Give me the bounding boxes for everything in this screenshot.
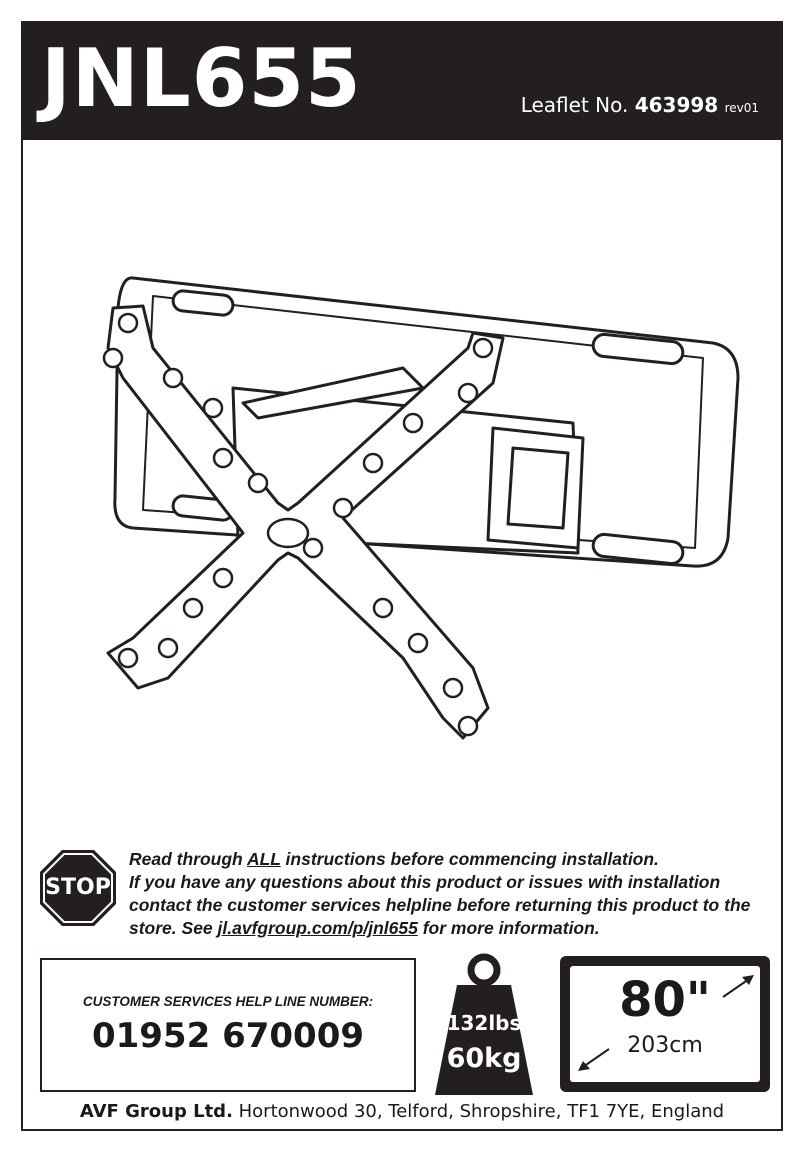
notice-line1-c: instructions before commencing installat… [280,849,659,869]
notice-line2-end: for more information. [417,918,600,938]
installation-notice: Read through ALL instructions before com… [129,848,769,940]
helpline-number: 01952 670009 [91,1016,365,1056]
capacity-lbs: 132lbs [446,1011,522,1035]
diagonal-arrow-down-icon [578,1048,610,1071]
company-address: Hortonwood 30, Telford, Shropshire, TF1 … [232,1101,725,1122]
notice-line1-all: ALL [246,849,281,869]
wall-mount-bracket-icon [102,276,740,740]
screen-size-inches: 80" [619,972,711,1028]
notice-line2: If you have any questions about this pro… [129,872,751,938]
screen-size-inner: 80" 203cm [570,966,760,1082]
leaflet-info: Leaflet No. 463998 rev01 [521,93,759,117]
weight-icon [435,953,533,1095]
helpline-box: CUSTOMER SERVICES HELP LINE NUMBER: 0195… [40,958,416,1092]
leaflet-label: Leaflet No. [520,93,629,117]
support-link[interactable]: jl.avfgroup.com/p/jnl655 [217,918,418,938]
page-frame: JNL655 Leaflet No. 463998 rev01 [21,21,783,1131]
header-bar: JNL655 Leaflet No. 463998 rev01 [23,23,781,140]
diagonal-arrow-up-icon [722,975,754,998]
model-title: JNL655 [41,32,362,125]
footer-address: AVF Group Ltd. Hortonwood 30, Telford, S… [23,1101,781,1122]
capacity-kg: 60kg [446,1043,522,1074]
leaflet-number: 463998 [634,93,719,117]
helpline-label: CUSTOMER SERVICES HELP LINE NUMBER: [82,994,374,1009]
stop-label: STOP [45,875,111,900]
company-name: AVF Group Ltd. [79,1101,233,1122]
stop-label-wrap: STOP [39,849,117,927]
stop-sign-icon [40,850,116,926]
notice-line1-a: Read through [129,849,247,869]
screen-size-badge: 80" 203cm [560,956,770,1092]
screen-size-cm: 203cm [627,1033,703,1058]
leaflet-revision: rev01 [724,101,759,115]
